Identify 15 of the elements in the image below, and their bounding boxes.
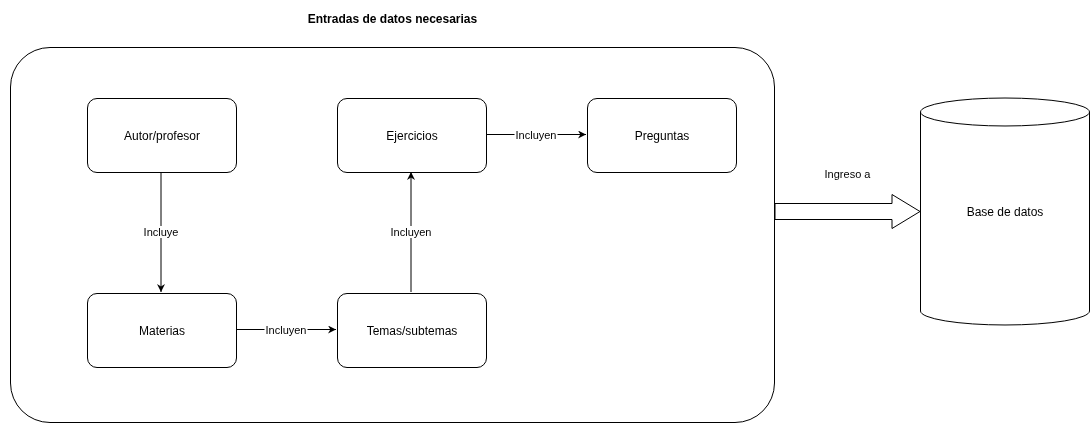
process-box: Materias — [87, 293, 237, 368]
process-box: Preguntas — [587, 98, 737, 173]
process-box: Temas/subtemas — [337, 293, 487, 368]
node-label: Base de datos — [966, 204, 1044, 219]
edge-label: Ingreso a — [823, 167, 872, 180]
edge-label: Incluyen — [264, 323, 308, 336]
process-box: Ejercicios — [337, 98, 487, 173]
arrow — [157, 171, 165, 293]
edge-label: Incluyen — [389, 226, 433, 238]
container-heading: Entradas de datos necesarias — [306, 12, 479, 26]
edge-label: Incluyen — [514, 128, 558, 141]
arrow — [407, 171, 415, 293]
edge-label: Incluye — [142, 226, 180, 238]
block-arrow — [774, 194, 921, 229]
process-box: Autor/profesor — [87, 98, 237, 173]
